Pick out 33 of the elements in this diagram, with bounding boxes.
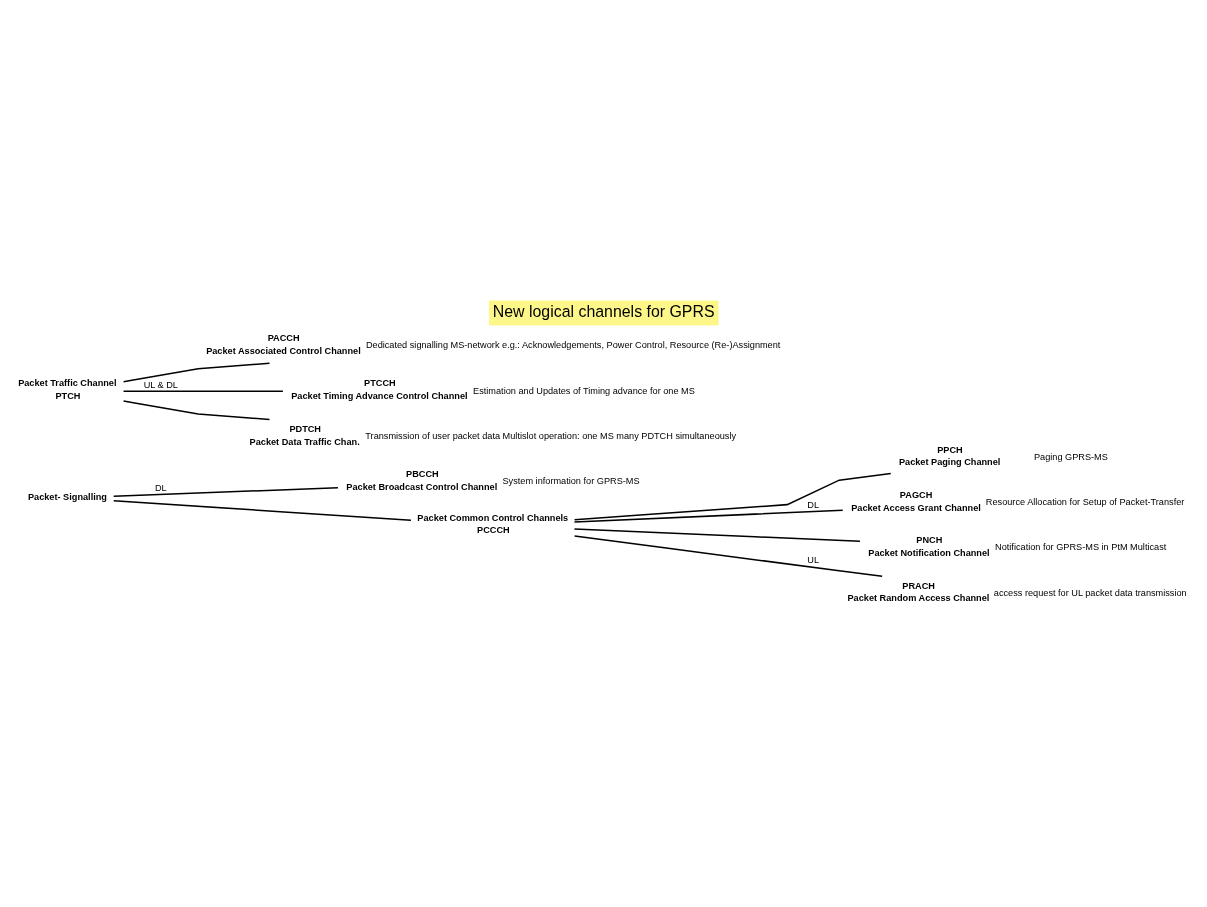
node-text: PRACH Packet Random Access Channel <box>847 580 990 604</box>
node-text: PTCCH Packet Timing Advance Control Channel <box>291 378 468 402</box>
node-label: Notification for GPRS-MS in PtM Multicast <box>995 542 1167 553</box>
node-label: access request for UL packet data transmission <box>993 587 1187 598</box>
diagram-title: New logical channels for GPRS <box>492 302 715 320</box>
edge-label: UL & DL <box>143 380 178 391</box>
node-label: Estimation and Updates of Timing advance for one MS <box>473 385 695 396</box>
node-text: PDTCH Packet Data Traffic Chan. <box>249 423 360 447</box>
node-text: Packet- Signalling <box>27 491 107 502</box>
edge-label: UL <box>807 555 820 566</box>
node-label: Transmission of user packet data Multislot operation: one MS many PDTCH simultaneously <box>365 430 737 441</box>
connector <box>573 535 883 577</box>
connector <box>112 487 339 497</box>
node-text: PAGCH Packet Access Grant Channel <box>851 489 981 513</box>
connector <box>573 528 861 543</box>
edge-label: DL <box>154 482 167 493</box>
connector <box>573 509 844 523</box>
node-text: PNCH Packet Notification Channel <box>868 535 990 559</box>
edge-label: DL <box>807 500 820 511</box>
connector <box>573 472 892 521</box>
connector <box>122 362 271 383</box>
node-label: Dedicated signalling MS-network e.g.: Acknowledgements, Power Control, Resource (Re-)Assignment <box>365 340 781 351</box>
node-text: PBCCH Packet Broadcast Control Channel <box>346 469 498 492</box>
connector <box>122 390 284 393</box>
node-text: PACCH Packet Associated Control Channel <box>206 333 361 356</box>
node-label: System information for GPRS-MS <box>502 476 640 487</box>
node-label: Resource Allocation for Setup of Packet-Transfer <box>985 496 1185 507</box>
connector <box>122 400 271 421</box>
connector <box>112 500 412 521</box>
node-text: PPCH Packet Paging Channel <box>898 444 1001 468</box>
node-text: Packet Common Control Channels PCCCH <box>417 512 569 536</box>
node-label: Paging GPRS-MS <box>1033 451 1108 462</box>
node-text: Packet Traffic Channel PTCH <box>18 378 117 402</box>
